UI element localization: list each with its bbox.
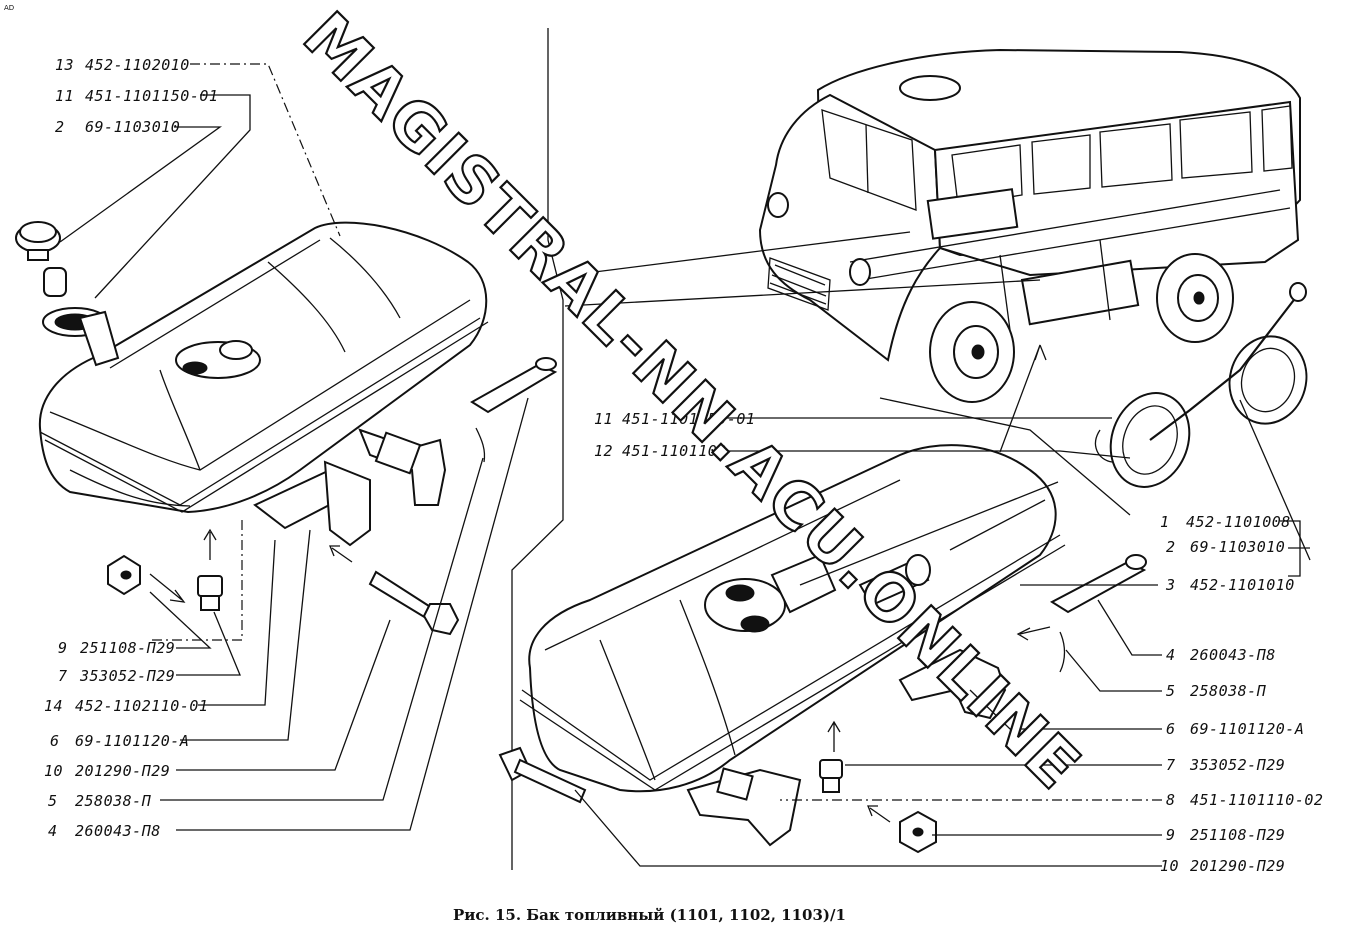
right-label-10-num: 10 bbox=[1160, 857, 1179, 875]
right-label-4-code: 260043-П8 bbox=[1190, 646, 1276, 664]
left-tank-brackets bbox=[253, 428, 447, 547]
van-arrow bbox=[999, 344, 1047, 453]
right-bolt bbox=[498, 746, 587, 804]
divider-line bbox=[511, 28, 564, 870]
left-bolt bbox=[368, 570, 460, 636]
left-label-6-code: 69-1101120-А bbox=[75, 732, 189, 750]
right-label-5-code: 258038-П bbox=[1190, 682, 1267, 700]
right-label-6-num: 6 bbox=[1166, 720, 1176, 738]
right-filler-cap bbox=[1228, 335, 1308, 425]
right-label-3-num: 3 bbox=[1165, 576, 1176, 594]
right-label-2-num: 2 bbox=[1166, 538, 1176, 556]
right-part-labels: 1 452-1101008 2 69-1103010 3 452-1101010… bbox=[1160, 513, 1323, 875]
mid-label-11-code: 451-1101150-01 bbox=[622, 410, 755, 428]
right-label-1-code: 452-1101008 bbox=[1186, 513, 1291, 531]
right-label-6-code: 69-1101120-А bbox=[1190, 720, 1304, 738]
cap-chain bbox=[1149, 291, 1301, 441]
right-label-5-num: 5 bbox=[1166, 682, 1176, 700]
left-label-7-num: 7 bbox=[58, 667, 68, 685]
mid-label-12-code: 451-1101100 bbox=[622, 442, 727, 460]
left-label-7-code: 353052-П29 bbox=[79, 667, 175, 685]
left-part-labels: 13 452-1102010 11 451-1101150-01 2 69-11… bbox=[44, 56, 218, 840]
left-label-14-code: 452-1102110-01 bbox=[75, 697, 208, 715]
right-cotter-pin bbox=[1059, 631, 1066, 673]
right-drain-plug bbox=[819, 759, 843, 793]
left-label-6-num: 6 bbox=[50, 732, 60, 750]
mid-label-12-num: 12 bbox=[594, 442, 613, 460]
right-tank-body bbox=[519, 444, 1066, 793]
right-label-2-code: 69-1103010 bbox=[1190, 538, 1285, 556]
van-leader-side bbox=[879, 397, 1131, 516]
left-label-10-num: 10 bbox=[44, 762, 63, 780]
left-label-4-num: 4 bbox=[48, 822, 58, 840]
left-label-10-code: 201290-П29 bbox=[75, 762, 170, 780]
van-front-wheel bbox=[929, 301, 1015, 403]
right-leader-lines bbox=[574, 399, 1311, 867]
right-label-9-code: 251108-П29 bbox=[1190, 826, 1285, 844]
right-label-7-num: 7 bbox=[1166, 756, 1176, 774]
left-label-11-code: 451-1101150-01 bbox=[85, 87, 218, 105]
left-label-13-num: 13 bbox=[55, 56, 74, 74]
right-label-4-num: 4 bbox=[1166, 646, 1176, 664]
left-filler-neck bbox=[42, 267, 120, 367]
left-label-14-num: 14 bbox=[44, 697, 63, 715]
left-tank-body bbox=[38, 221, 489, 514]
right-label-3-code: 452-1101010 bbox=[1190, 576, 1295, 594]
right-label-9-num: 9 bbox=[1166, 826, 1176, 844]
left-label-5-num: 5 bbox=[48, 792, 58, 810]
right-tank-assembly bbox=[498, 282, 1308, 854]
van-illustration bbox=[758, 48, 1301, 403]
right-pin bbox=[1049, 554, 1147, 614]
right-label-8-code: 451-1101110-02 bbox=[1190, 791, 1323, 809]
van-leader-lower bbox=[564, 279, 1041, 307]
right-tank-brackets bbox=[686, 648, 1007, 847]
left-nut bbox=[107, 554, 141, 596]
right-label-7-code: 353052-П29 bbox=[1189, 756, 1285, 774]
van-rear-wheel bbox=[1156, 253, 1234, 343]
left-pin bbox=[470, 357, 558, 414]
left-label-2-num: 2 bbox=[55, 118, 65, 136]
van-leader-upper bbox=[562, 231, 911, 277]
left-cotter-pin bbox=[475, 427, 486, 463]
left-tank-assembly bbox=[15, 221, 558, 636]
left-label-11-num: 11 bbox=[55, 87, 74, 105]
left-label-9-code: 251108-П29 bbox=[80, 639, 175, 657]
left-filler-cap bbox=[15, 221, 61, 261]
left-drain-plug bbox=[197, 575, 223, 611]
left-leader-lines bbox=[59, 63, 529, 831]
left-label-4-code: 260043-П8 bbox=[75, 822, 161, 840]
right-label-8-num: 8 bbox=[1166, 791, 1176, 809]
left-label-5-code: 258038-П bbox=[75, 792, 152, 810]
mid-part-labels: 11 451-1101150-01 12 451-1101100 bbox=[594, 410, 755, 460]
mid-label-11-num: 11 bbox=[594, 410, 613, 428]
right-label-10-code: 201290-П29 bbox=[1190, 857, 1285, 875]
right-nut bbox=[899, 810, 937, 854]
figure-caption: Рис. 15. Бак топливный (1101, 1102, 1103… bbox=[453, 906, 846, 924]
left-label-9-num: 9 bbox=[58, 639, 68, 657]
corner-mark: AD bbox=[4, 4, 14, 12]
left-label-13-code: 452-1102010 bbox=[85, 56, 190, 74]
left-label-2-code: 69-1103010 bbox=[85, 118, 180, 136]
right-label-1-num: 1 bbox=[1160, 513, 1170, 531]
